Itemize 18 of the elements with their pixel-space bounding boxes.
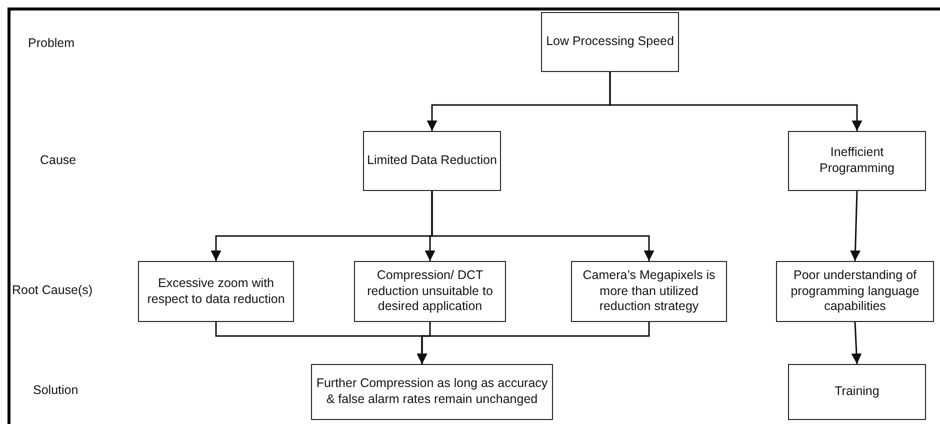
row-label: Cause: [40, 153, 76, 167]
arrow: [431, 191, 654, 261]
arrow: [850, 190, 861, 262]
process-box: Poor understanding of programming language capabilities: [776, 261, 934, 322]
process-box: Low Processing Speed: [541, 12, 679, 72]
process-box: Camera’s Megapixels is more than utilized reduction strategy: [571, 261, 727, 322]
process-box: Training: [788, 364, 926, 420]
process-box: Excessive zoom with respect to data reduction: [138, 261, 294, 322]
process-box: Further Compression as long as accuracy & false alarm rates remain unchanged: [311, 364, 553, 420]
row-label: Root Cause(s): [12, 283, 93, 297]
row-label: Problem: [28, 36, 75, 50]
row-label: Solution: [33, 383, 78, 397]
arrow: [416, 322, 650, 364]
arrow: [609, 72, 862, 131]
process-box: Inefficient Programming: [788, 131, 926, 191]
process-box: Compression/ DCT reduction unsuitable to desired application: [354, 261, 506, 322]
arrow: [851, 322, 862, 364]
process-box: Limited Data Reduction: [363, 131, 501, 191]
